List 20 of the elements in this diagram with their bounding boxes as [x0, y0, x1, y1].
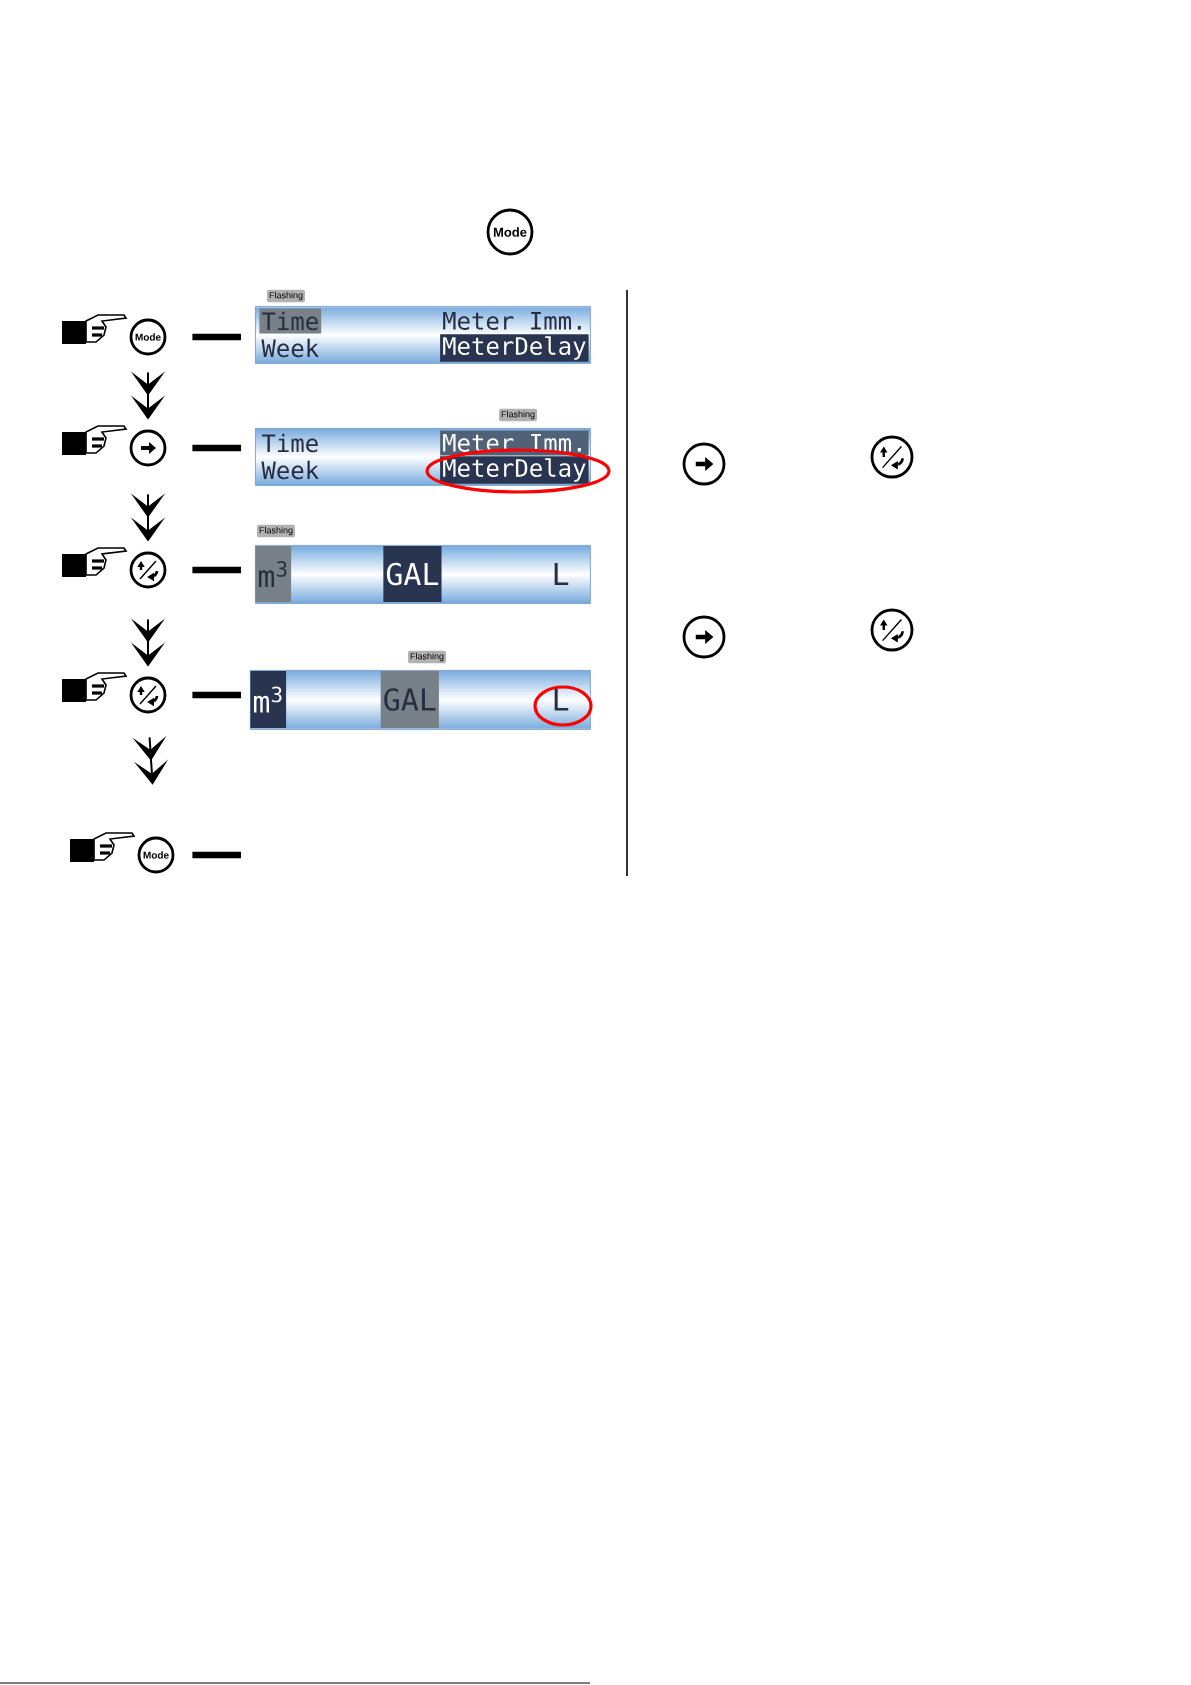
highlighted-text: MeterDelay	[440, 334, 589, 362]
highlighted-text: GAL	[380, 671, 439, 728]
display-text: L	[554, 688, 569, 711]
highlighted-text: m$^{3}$	[255, 546, 292, 602]
highlighted-text: Time	[259, 308, 322, 334]
display-text: L	[554, 563, 569, 585]
mode-button: Mode	[129, 318, 167, 356]
display-text: Meter Imm.	[443, 312, 581, 330]
flashing-tag: Flashing	[408, 650, 446, 664]
display-text: Time	[261, 433, 318, 453]
highlighted-text: GAL	[383, 546, 442, 602]
mode-button: Mode	[486, 208, 534, 256]
flashing-tag: Flashing	[267, 289, 305, 303]
highlighted-text: m$^{3}$	[250, 671, 287, 728]
highlighted-text: MeterDelay	[440, 456, 589, 484]
mode-button: Mode	[137, 836, 175, 874]
flashing-tag: Flashing	[499, 408, 537, 422]
flashing-tag: Flashing	[257, 524, 295, 538]
display-text: Week	[261, 338, 319, 358]
display-text: Week	[261, 460, 319, 480]
